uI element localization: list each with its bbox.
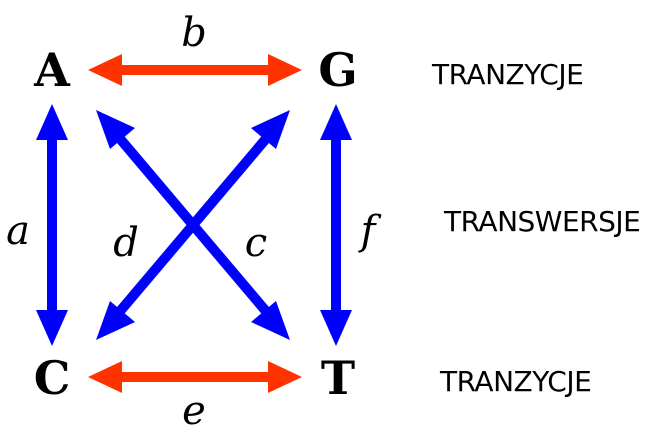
arrow-f — [320, 104, 352, 346]
node-a: A — [33, 43, 71, 97]
arrow-a-head-top — [36, 104, 68, 140]
arrow-b — [88, 54, 302, 86]
edge-label-f: f — [358, 208, 382, 254]
arrow-b-head-right — [268, 54, 302, 86]
arrow-a-head-bottom — [36, 310, 68, 346]
arrow-f-head-bottom — [320, 310, 352, 346]
arrow-e-head-left — [88, 361, 122, 393]
arrow-d-head-bottom — [96, 301, 135, 340]
arrow-d-shaft — [112, 130, 274, 320]
edge-label-e: e — [182, 388, 206, 434]
arrow-d-head-top — [251, 110, 290, 149]
arrow-d — [96, 110, 290, 340]
label-transitions-top: TRANZYCJE — [432, 58, 584, 91]
arrow-c-head-bottom — [251, 301, 290, 340]
arrow-c-head-top — [96, 110, 135, 149]
arrow-f-head-top — [320, 104, 352, 140]
label-transversions: TRANSWERSJE — [444, 205, 641, 238]
label-transitions-bottom: TRANZYCJE — [440, 365, 592, 398]
edge-label-a: a — [6, 208, 30, 254]
arrow-a — [36, 104, 68, 346]
arrow-e-head-right — [268, 361, 302, 393]
edge-label-b: b — [181, 10, 207, 56]
edge-label-c: c — [245, 220, 267, 266]
node-t: T — [321, 351, 355, 405]
node-c: C — [34, 351, 71, 405]
node-g: G — [318, 43, 357, 97]
edge-label-d: d — [113, 220, 139, 266]
arrow-b-head-left — [88, 54, 122, 86]
arrow-e — [88, 361, 302, 393]
